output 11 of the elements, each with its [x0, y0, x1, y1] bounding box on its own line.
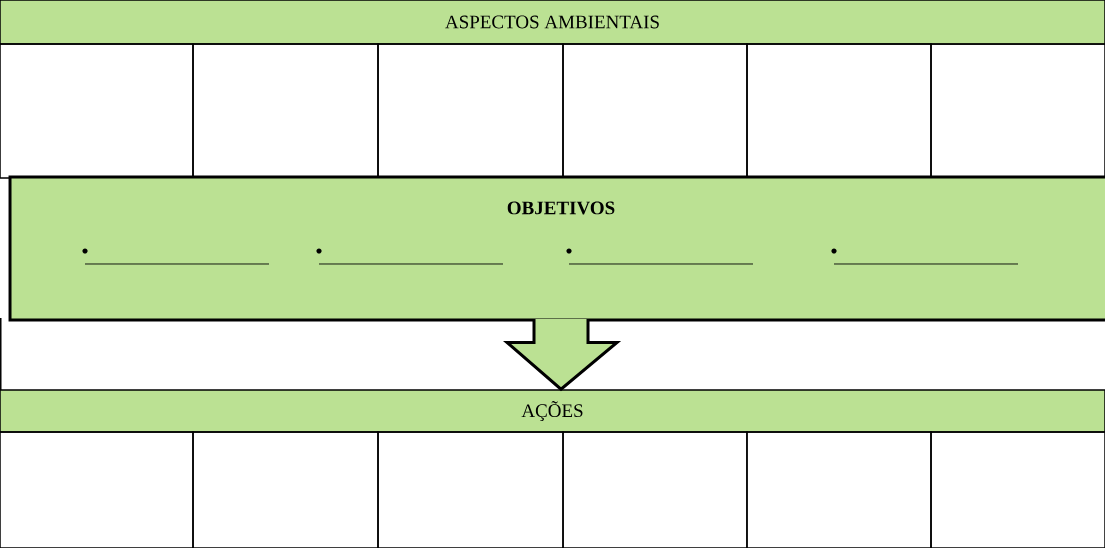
table-cell [562, 431, 748, 548]
table-cell [0, 431, 194, 548]
header-band: ASPECTOS AMBIENTAIS [0, 0, 1105, 45]
objectives-panel: OBJETIVOS [8, 175, 1105, 322]
table-cell [930, 431, 1105, 548]
block-arrow [503, 317, 622, 392]
header-band: AÇÕES [0, 389, 1105, 433]
table-cell [0, 43, 194, 179]
table-cell [746, 431, 932, 548]
table-cell [192, 431, 379, 548]
table-cell [377, 431, 564, 548]
